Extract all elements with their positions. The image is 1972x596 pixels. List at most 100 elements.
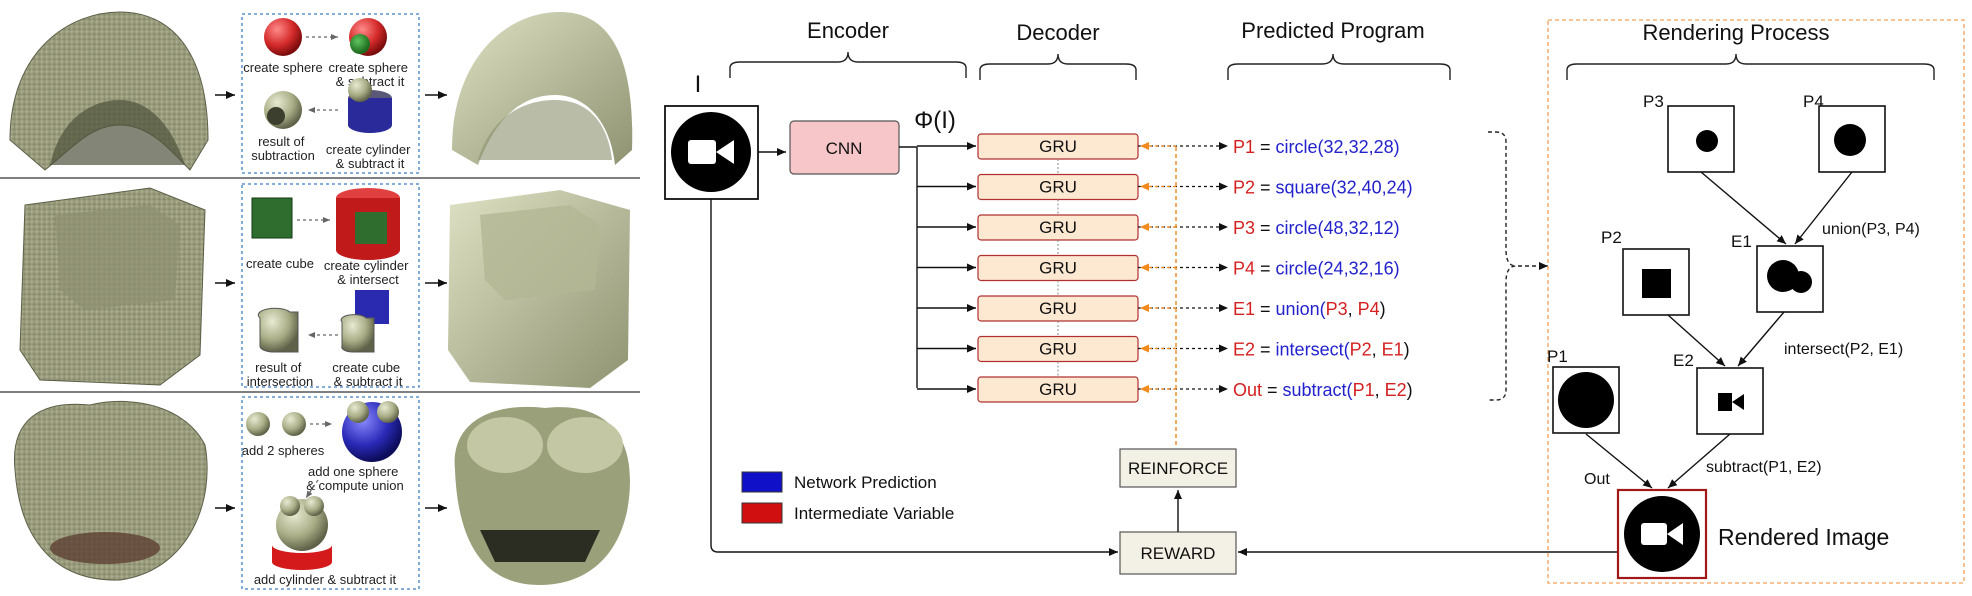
input-image-icon xyxy=(671,112,751,192)
step-label: create cube & subtract it xyxy=(332,360,404,389)
op-label: Out xyxy=(1584,471,1610,488)
step-label-line: result of xyxy=(255,360,302,375)
section-headers: Encoder Decoder Predicted Program xyxy=(729,18,1451,80)
rendered-image-label: Rendered Image xyxy=(1718,524,1889,550)
program-token: subtract( xyxy=(1283,380,1353,400)
step-label-line: & subtract it xyxy=(334,374,403,389)
reward-label: REWARD xyxy=(1141,544,1216,563)
sphere-shape xyxy=(350,34,370,54)
edge-p1-out xyxy=(1585,433,1653,489)
gru-label: GRU xyxy=(1039,178,1077,197)
output-eye xyxy=(467,417,543,473)
cnn-label: CNN xyxy=(826,139,863,158)
step-label-line: result of xyxy=(258,134,305,149)
step-label: create sphere xyxy=(243,60,323,75)
step-label-line: create cylinder xyxy=(326,142,411,157)
program-token: intersect( xyxy=(1276,340,1350,360)
program-token: E2 xyxy=(1385,380,1407,400)
program-token: = xyxy=(1255,259,1276,279)
program-token: P3 xyxy=(1326,299,1348,319)
small-circle-shape xyxy=(1790,271,1812,293)
step-label-line: create cylinder xyxy=(324,258,409,273)
program-token: P4 xyxy=(1358,299,1380,319)
program-token: P4 xyxy=(1233,259,1255,279)
output-eye xyxy=(547,417,623,473)
subtracted-shape xyxy=(1711,383,1749,421)
step-label-line: & compute union xyxy=(306,478,404,493)
step-label-line: & subtract it xyxy=(336,156,405,171)
example-row-1: create sphere create sphere & subtract i… xyxy=(9,11,633,174)
reward-box xyxy=(1119,531,1237,575)
circle-shape xyxy=(1834,124,1866,156)
op-label: intersect(P2, E1) xyxy=(1784,341,1903,358)
step-label: create cylinder & intersect xyxy=(324,258,412,287)
step-label: add cylinder & subtract it xyxy=(254,572,397,587)
step-label: add 2 spheres xyxy=(242,443,325,458)
rendering-panel xyxy=(1547,19,1965,584)
header-predicted-program: Predicted Program xyxy=(1241,18,1424,43)
header-decoder: Decoder xyxy=(1016,20,1099,45)
program-token: Out xyxy=(1233,380,1262,400)
program-token: = xyxy=(1255,340,1276,360)
steps-box xyxy=(241,396,420,590)
program-token: , xyxy=(1375,380,1385,400)
rendered-image-icon xyxy=(1624,496,1700,572)
program-token: P3 xyxy=(1233,218,1255,238)
program-line: Out = subtract(P1, E2) xyxy=(1233,380,1413,400)
gru-label: GRU xyxy=(1039,218,1077,237)
voxel-seat xyxy=(55,205,180,310)
sphere-shape xyxy=(347,401,369,423)
program-token: E1 xyxy=(1382,340,1404,360)
voxel-mouth xyxy=(50,532,160,564)
training-loop: REINFORCE REWARD xyxy=(710,199,1618,575)
program-token: P2 xyxy=(1233,178,1255,198)
gru-label: GRU xyxy=(1039,137,1077,156)
cavity-shape xyxy=(267,107,285,125)
circle-shape xyxy=(1558,372,1614,428)
output-cavity xyxy=(478,100,612,160)
program-token: = xyxy=(1255,137,1276,157)
edge-p2-e2 xyxy=(1667,314,1726,367)
cube-shape xyxy=(251,197,293,239)
red-cylinder xyxy=(272,545,332,570)
sphere-shape xyxy=(377,401,399,423)
brace xyxy=(729,51,967,78)
step-label-line: subtraction xyxy=(251,148,315,163)
program-token: union( xyxy=(1276,299,1326,319)
program-line: P4 = circle(24,32,16) xyxy=(1233,259,1400,279)
step-label-line: & intersect xyxy=(337,272,399,287)
step-label: add one sphere & compute union xyxy=(306,464,404,493)
step-label-line: create cube xyxy=(332,360,400,375)
program-line: P1 = circle(32,32,28) xyxy=(1233,137,1400,157)
left-panel: create sphere create sphere & subtract i… xyxy=(0,11,640,590)
cylinder-cube-shape xyxy=(257,307,299,353)
square-shape xyxy=(1642,269,1671,298)
step-label-line: create sphere xyxy=(328,60,408,75)
gru-label: GRU xyxy=(1039,299,1077,318)
program-token: P1 xyxy=(1233,137,1255,157)
encoder: I CNN Φ(I) xyxy=(664,71,956,388)
edge-e2-out xyxy=(1667,433,1731,489)
output-seat xyxy=(480,205,600,300)
step-label: result of subtraction xyxy=(251,134,315,163)
legend: Network Prediction Intermediate Variable xyxy=(741,471,954,524)
program-token: ) xyxy=(1404,340,1410,360)
program-brace xyxy=(1488,131,1517,401)
program-token: = xyxy=(1255,178,1276,198)
program-token: P2 xyxy=(1350,340,1372,360)
edge-e1-e2 xyxy=(1737,311,1785,367)
output-mouth xyxy=(480,530,600,562)
op-label: subtract(P1, E2) xyxy=(1706,459,1822,476)
sphere-shape xyxy=(246,412,270,436)
cylinder-cube-shape xyxy=(340,314,375,353)
program-line: P3 = circle(48,32,12) xyxy=(1233,218,1400,238)
program-token: square(32,40,24) xyxy=(1276,178,1413,198)
step-label: create cube xyxy=(246,256,314,271)
program-token: , xyxy=(1348,299,1358,319)
header-encoder: Encoder xyxy=(807,18,889,43)
step-label-line: add one sphere xyxy=(308,464,398,479)
sphere-shape xyxy=(282,412,306,436)
